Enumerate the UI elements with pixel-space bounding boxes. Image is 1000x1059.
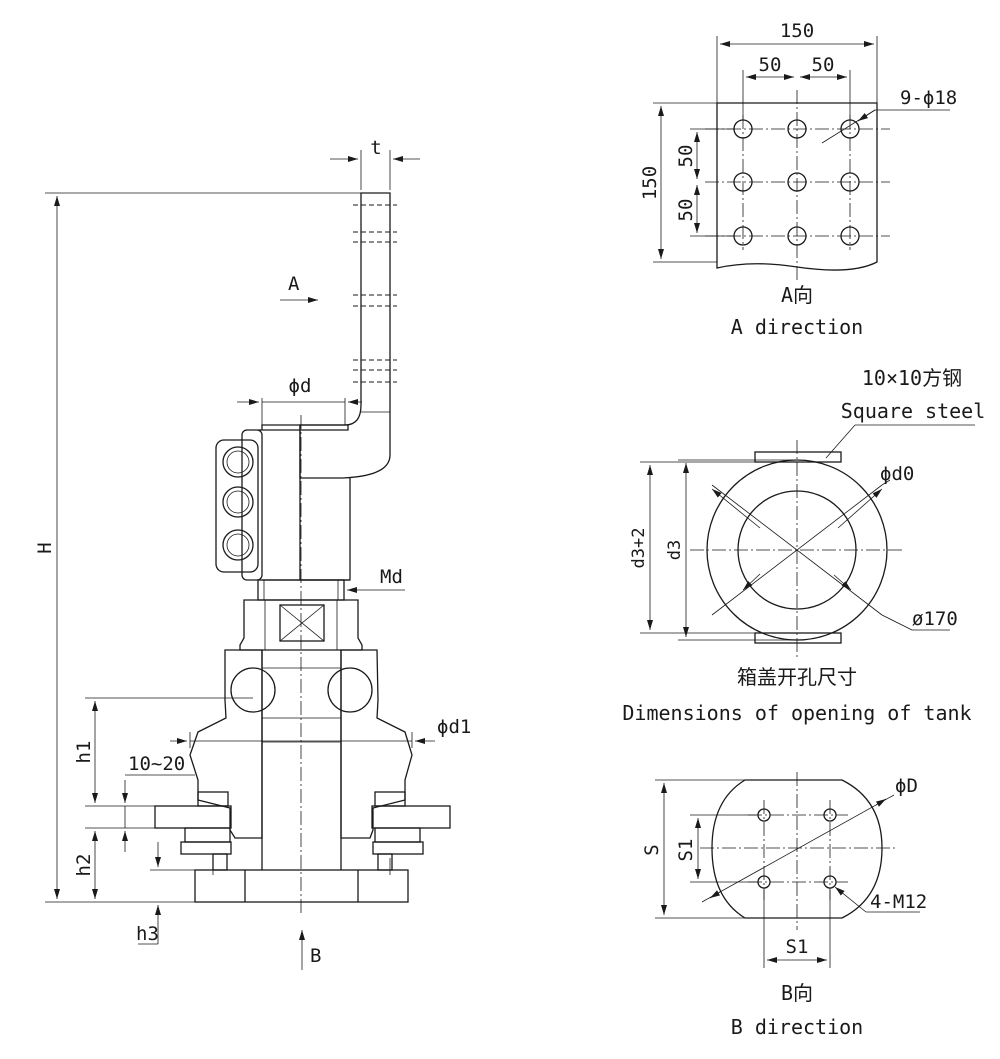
tank-flange bbox=[154, 791, 451, 903]
dim-phi-d1: ϕd1 bbox=[170, 716, 471, 748]
view-arrow-b: B bbox=[299, 930, 321, 970]
view-b-caption-cn: B向 bbox=[781, 981, 813, 1005]
square-steel-top bbox=[754, 451, 842, 463]
view-a-dim-height: 150 bbox=[639, 166, 661, 200]
square-steel-label-cn: 10×10方钢 bbox=[862, 366, 962, 390]
dim-Md: Md bbox=[347, 566, 405, 593]
dim-d3-plus-label: d3+2 bbox=[629, 528, 649, 569]
dim-S-label: S bbox=[641, 844, 663, 855]
view-a-caption-en: A direction bbox=[731, 315, 863, 339]
dim-H-label: H bbox=[34, 542, 56, 553]
insulator bbox=[189, 649, 413, 870]
view-a-dim-top: 150 bbox=[780, 20, 814, 42]
main-view: H t A ϕd Md bbox=[34, 137, 471, 970]
bolt-icon bbox=[215, 439, 259, 573]
dim-h2-label: h2 bbox=[73, 854, 95, 877]
dim-H: H bbox=[34, 192, 361, 903]
dim-170-label: ø170 bbox=[912, 608, 958, 630]
view-arrow-a: A bbox=[280, 273, 318, 303]
arrow-b-label: B bbox=[310, 945, 321, 967]
flange-outline bbox=[711, 779, 883, 919]
hole-grid bbox=[705, 90, 890, 280]
view-a: 150 50 50 150 50 50 9-ϕ18 A向 A direction bbox=[639, 20, 957, 339]
dim-h3-label: h3 bbox=[136, 923, 159, 945]
dim-S1-horizontal-label: S1 bbox=[786, 936, 809, 958]
dim-h2: h2 bbox=[73, 827, 115, 899]
arrow-a-label: A bbox=[288, 273, 300, 295]
tank-caption-cn: 箱盖开孔尺寸 bbox=[737, 665, 857, 689]
dim-phi-d-label: ϕd bbox=[289, 375, 312, 397]
terminal-blade bbox=[299, 192, 397, 479]
nut-block bbox=[239, 599, 363, 651]
square-steel-bottom bbox=[754, 632, 842, 644]
view-a-dim-pitch-right: 50 bbox=[812, 54, 835, 76]
clamp-block bbox=[215, 424, 351, 581]
dim-phi-d1-label: ϕd1 bbox=[437, 716, 471, 738]
dim-phi-d: ϕd bbox=[237, 375, 362, 428]
view-b: ϕD S S1 4-M12 S1 B向 B direction bbox=[641, 772, 927, 1039]
dim-h3: h3 bbox=[136, 842, 213, 945]
view-b-caption-en: B direction bbox=[731, 1015, 863, 1039]
view-a-dim-vpitch-2: 50 bbox=[675, 199, 697, 222]
dim-S1-vertical-label: S1 bbox=[675, 839, 697, 862]
dim-h1-label: h1 bbox=[73, 741, 95, 764]
view-a-dim-pitch-left: 50 bbox=[759, 54, 782, 76]
dim-range-label: 10~20 bbox=[128, 753, 185, 775]
view-a-holes-label: 9-ϕ18 bbox=[900, 87, 957, 109]
dim-10-20: 10~20 bbox=[115, 753, 195, 852]
dim-t: t bbox=[330, 137, 420, 190]
view-b-holes-label: 4-M12 bbox=[870, 891, 927, 913]
tank-caption-en: Dimensions of opening of tank bbox=[622, 701, 971, 725]
square-steel-label-en: Square steel bbox=[841, 399, 986, 423]
dim-Md-label: Md bbox=[380, 566, 403, 588]
view-a-caption-cn: A向 bbox=[781, 283, 813, 307]
dim-d3-label: d3 bbox=[665, 540, 685, 560]
view-a-dim-vpitch-1: 50 bbox=[675, 145, 697, 168]
tank-view: 10×10方钢 Square steel ϕd0 ø170 d3+2 d3 箱盖… bbox=[622, 366, 985, 725]
dim-t-label: t bbox=[370, 137, 381, 159]
dim-h1: h1 bbox=[73, 697, 253, 807]
dim-phi-d0-label: ϕd0 bbox=[880, 463, 914, 485]
dim-phi-D-label: ϕD bbox=[895, 775, 918, 797]
